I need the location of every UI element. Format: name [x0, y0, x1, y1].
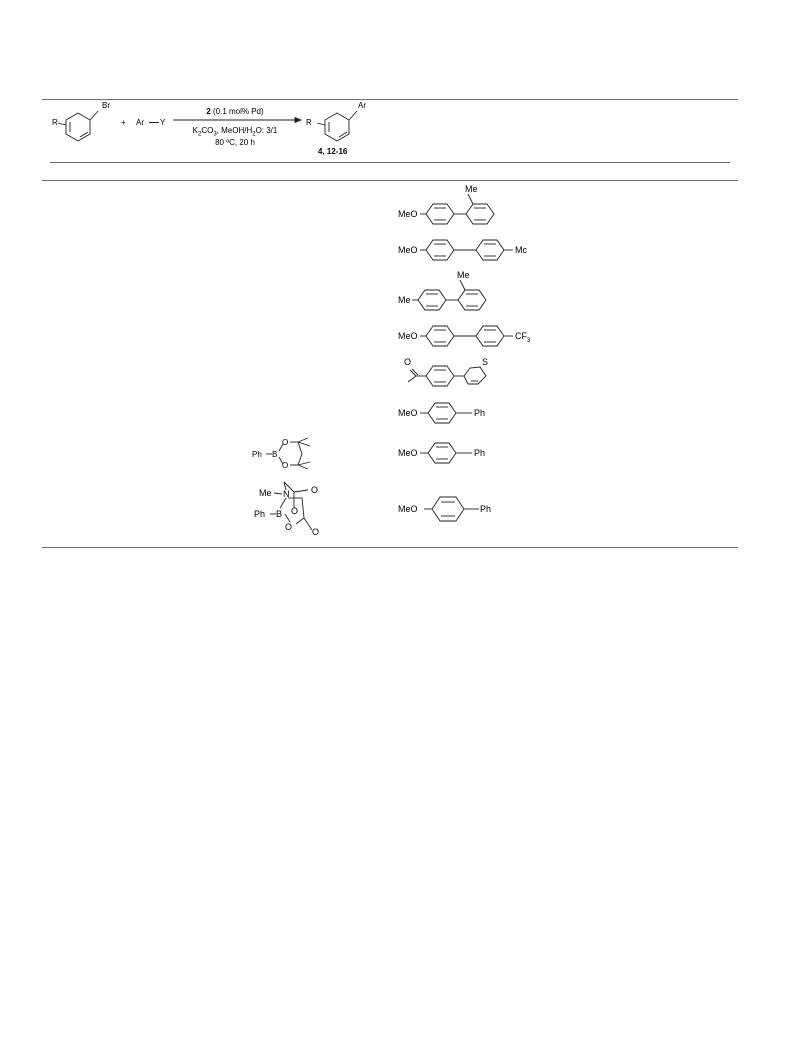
- row-4-right-label: CF3: [515, 331, 531, 344]
- row-8-structure: [424, 496, 479, 522]
- row-7-left-label: MeO: [398, 448, 418, 458]
- row-5-structure: [407, 365, 487, 387]
- row-7-right-label: Ph: [474, 448, 486, 458]
- scheme-bottom-rule: [50, 162, 730, 163]
- row-3-top-label: Me: [457, 270, 470, 280]
- row-3-left-label: Me: [398, 295, 411, 305]
- row-1-structure: [420, 193, 495, 225]
- row-8-mida-boronate-structure: [270, 481, 313, 531]
- row-1-top-label: Me: [465, 184, 478, 194]
- row-6-structure: [420, 402, 472, 424]
- biaryl-product-structure: [316, 110, 358, 142]
- row-8-mida-n-label: N: [283, 489, 290, 499]
- reactant-r-label: R: [52, 118, 58, 127]
- row-8-left-label: MeO: [398, 504, 418, 514]
- conditions-line-2: K2CO3, MeOH/H2O: 3/1: [192, 126, 278, 138]
- product-r-label: R: [306, 118, 312, 127]
- product-ar-label: Ar: [358, 101, 366, 110]
- row-4-left-label: MeO: [398, 331, 418, 341]
- row-6-right-label: Ph: [474, 408, 486, 418]
- table-bottom-rule: [42, 547, 738, 548]
- row-5-sulfur-label: S: [482, 357, 489, 367]
- row-8-mida-o4-label: O: [312, 527, 320, 537]
- row-7-pinacol-boronate-structure: [266, 437, 311, 470]
- row-7-boron-b-label: B: [272, 450, 278, 459]
- conditions-line-1: 2 (0.1 mol% Pd): [206, 107, 264, 116]
- row-7-boron-ph-label: Ph: [252, 450, 262, 459]
- row-1-left-label: MeO: [398, 209, 418, 219]
- row-2-right-label: Mc: [515, 245, 527, 255]
- reaction-arrow: [173, 116, 303, 124]
- aryl-bromide-structure: [57, 110, 99, 142]
- row-3-structure: [412, 279, 487, 311]
- header-rule: [42, 180, 738, 181]
- row-7-structure: [420, 442, 472, 464]
- row-4-structure: [420, 325, 513, 347]
- row-8-mida-o2-label: O: [285, 522, 293, 532]
- row-2-structure: [420, 239, 513, 261]
- row-8-right-label: Ph: [480, 504, 492, 514]
- row-7-boron-o1-label: O: [282, 438, 289, 447]
- plus-sign: +: [121, 118, 126, 127]
- row-2-left-label: MeO: [398, 245, 418, 255]
- y-label: Y: [160, 118, 166, 127]
- row-8-mida-b-label: B: [276, 509, 283, 519]
- row-5-carbonyl-o-label: O: [404, 357, 412, 367]
- row-8-mida-me-label: Me: [259, 488, 272, 498]
- conditions-line-3: 80 ºC, 20 h: [215, 138, 255, 147]
- row-7-boron-o2-label: O: [282, 461, 289, 470]
- product-compound-label: 4, 12-16: [318, 147, 348, 156]
- row-8-mida-o3-label: O: [311, 485, 319, 495]
- ar-y-bond: [149, 122, 159, 123]
- row-8-mida-ph-label: Ph: [254, 509, 266, 519]
- row-8-mida-o1-label: O: [291, 506, 299, 516]
- ar-label: Ar: [136, 118, 144, 127]
- reactant-br-label: Br: [102, 101, 110, 110]
- table-top-rule: [42, 99, 738, 100]
- row-6-left-label: MeO: [398, 408, 418, 418]
